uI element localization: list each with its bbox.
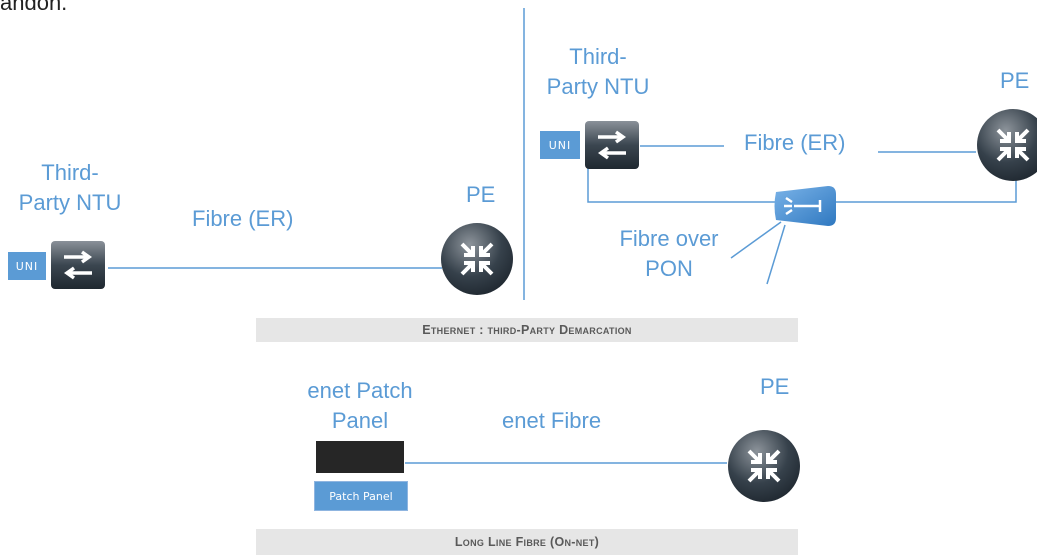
- left-uni-badge: UNI: [8, 252, 46, 280]
- left-link-label: Fibre (ER): [192, 206, 294, 231]
- caption-ethernet-text: Ethernet : third-Party Demarcation: [422, 323, 632, 337]
- bottom-pe-label: PE: [760, 374, 790, 399]
- right-ntu-label-line2: Party NTU: [546, 74, 650, 99]
- caption-long-line: Long Line Fibre (On-net): [256, 529, 798, 555]
- router-icon[interactable]: [440, 222, 514, 296]
- left-ntu-label-line2: Party NTU: [18, 190, 122, 215]
- left-ntu-label: Third- Party NTU: [10, 158, 130, 218]
- caption-ethernet: Ethernet : third-Party Demarcation: [256, 318, 798, 342]
- patch-panel-label: enet Patch Panel: [290, 376, 430, 436]
- switch-icon[interactable]: [584, 120, 640, 170]
- pon-link-right: [835, 180, 1017, 203]
- patch-panel-button[interactable]: Patch Panel: [314, 481, 408, 511]
- pon-branch-2: [766, 224, 786, 285]
- pon-label-line1: Fibre over: [619, 226, 719, 251]
- right-link-label: Fibre (ER): [744, 130, 846, 155]
- router-icon[interactable]: [727, 429, 801, 503]
- right-pe-label: PE: [1000, 68, 1030, 93]
- router-icon[interactable]: [976, 108, 1037, 182]
- left-ntu-label-line1: Third-: [41, 160, 99, 185]
- pon-label-line2: PON: [645, 256, 693, 281]
- pon-label: Fibre over PON: [596, 224, 742, 284]
- patch-panel-device[interactable]: [316, 441, 404, 473]
- pon-link-left: [587, 168, 778, 203]
- pon-splitter-icon[interactable]: [772, 182, 838, 230]
- right-ntu-label-line1: Third-: [569, 44, 627, 69]
- right-ntu-label: Third- Party NTU: [538, 42, 658, 102]
- intro-text: andon.: [0, 0, 68, 15]
- patch-panel-label-line2: Panel: [331, 408, 389, 433]
- switch-icon[interactable]: [50, 240, 106, 290]
- left-pe-label: PE: [466, 182, 496, 207]
- bottom-link-label: enet Fibre: [502, 408, 602, 433]
- caption-long-line-text: Long Line Fibre (On-net): [454, 535, 600, 549]
- right-uni-badge: UNI: [540, 131, 580, 159]
- patch-panel-label-line1: enet Patch: [307, 378, 413, 403]
- pon-branch-1: [730, 221, 782, 259]
